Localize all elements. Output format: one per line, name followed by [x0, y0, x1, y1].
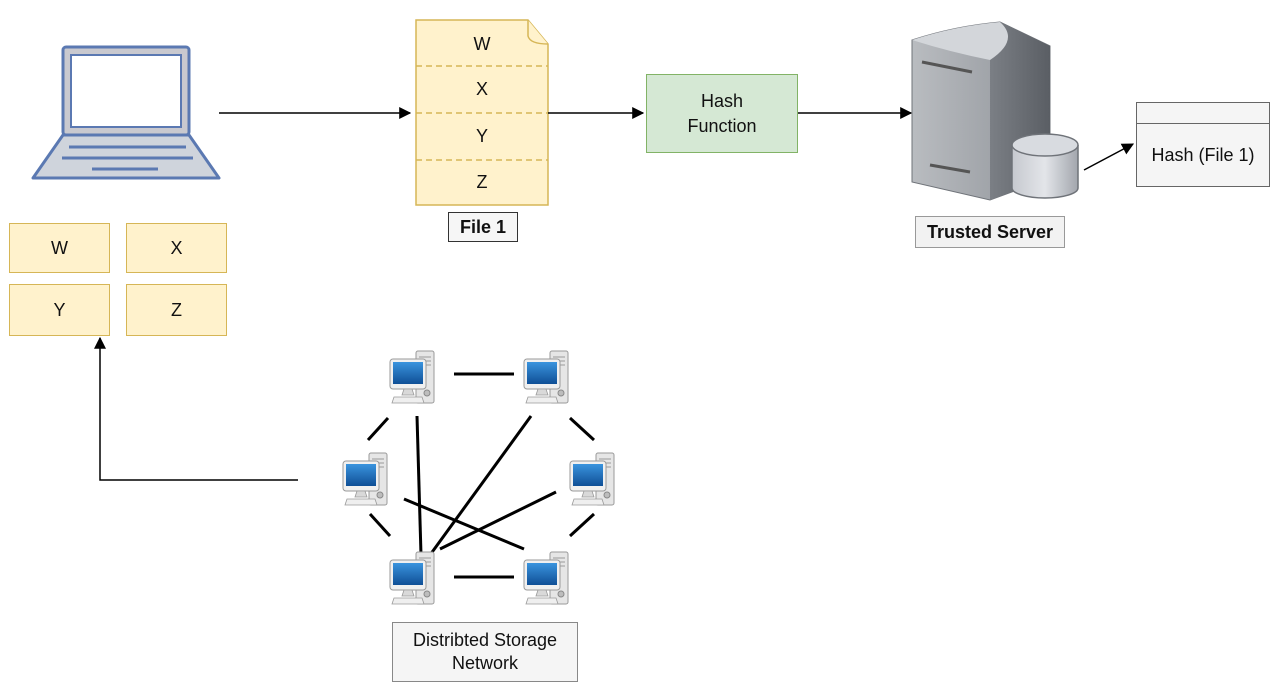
file-segment-label: X: [475, 79, 488, 99]
database-icon: [1011, 133, 1079, 199]
file-segment-label: Z: [476, 172, 488, 192]
network-computer-icon: [389, 551, 435, 605]
file-segment-label: W: [473, 33, 491, 54]
network-computer-icon: [342, 452, 388, 506]
chunk-box: W: [9, 223, 110, 273]
network-computer-icon: [523, 551, 569, 605]
hash-record-table: Hash (File 1): [1136, 102, 1270, 187]
arrow-network-to-chunks: [94, 336, 298, 481]
chunk-box: Z: [126, 284, 227, 336]
chunk-box: Y: [9, 284, 110, 336]
file-label: File 1: [448, 212, 518, 242]
hash-function-box: Hash Function: [646, 74, 798, 153]
laptop-icon: [31, 45, 221, 180]
chunk-box: X: [126, 223, 227, 273]
hash-record-header: [1137, 103, 1269, 124]
network-links: [366, 372, 596, 579]
arrow-server-to-record: [1083, 143, 1135, 171]
hash-record-value: Hash (File 1): [1151, 144, 1255, 165]
network-computer-icon: [389, 350, 435, 404]
network-label: Distribted Storage Network: [392, 622, 578, 682]
network-computer-icon: [523, 350, 569, 404]
file-document: [415, 19, 549, 206]
server-label: Trusted Server: [915, 216, 1065, 248]
file-segment-label: Y: [475, 126, 488, 146]
network-computer-icon: [569, 452, 615, 506]
